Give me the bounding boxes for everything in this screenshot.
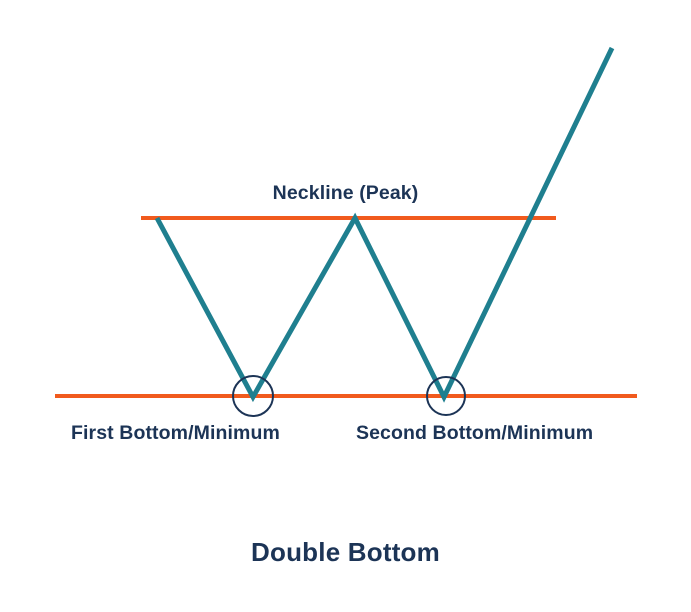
price-line [154, 46, 615, 403]
second-bottom-marker-circle [426, 376, 466, 416]
first-bottom-marker-circle [232, 375, 274, 417]
chart-title: Double Bottom [251, 537, 440, 567]
neckline-label: Neckline (Peak) [272, 182, 419, 204]
first-bottom-label: First Bottom/Minimum [71, 422, 280, 444]
second-bottom-label: Second Bottom/Minimum [356, 422, 594, 444]
